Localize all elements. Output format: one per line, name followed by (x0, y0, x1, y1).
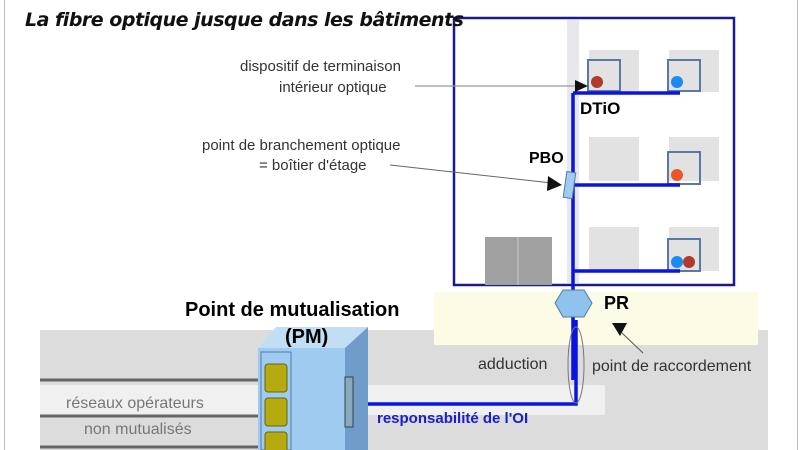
pr-hexagon (554, 289, 593, 318)
dtio-dot-orange (671, 169, 683, 181)
pbo-arrow-icon (547, 176, 562, 191)
fiber-lines (368, 91, 680, 406)
page-title: La fibre optique jusque dans les bâtimen… (25, 9, 464, 31)
dtio-dot-blue (671, 76, 683, 88)
adduction-sleeve (567, 326, 585, 404)
pm-abbrev: (PM) (285, 326, 329, 348)
pm-slots (264, 363, 288, 450)
dtio-dot-red-2 (683, 256, 695, 268)
pbo-description-2: = boîtier d'étage (259, 157, 367, 174)
dtio-label: DTiO (580, 99, 621, 118)
oi-responsibility-label: responsabilité de l'OI (377, 410, 529, 427)
pm-handle (344, 376, 354, 428)
dtio-dot-blue-2 (671, 256, 683, 268)
pm-top (258, 327, 368, 348)
operators-label-1: réseaux opérateurs (66, 395, 204, 412)
pbo-label: PBO (529, 150, 564, 167)
pr-description: point de raccordement (592, 358, 752, 375)
pbo-box (562, 171, 577, 200)
dtio-description-2: intérieur optique (279, 79, 387, 96)
connection-zone (434, 292, 758, 345)
pm-title: Point de mutualisation (185, 299, 400, 321)
pr-arrow-icon (612, 323, 627, 336)
dtio-dot-red (591, 76, 603, 88)
dtio-arrow-icon (575, 80, 588, 92)
adduction-label: adduction (478, 356, 548, 373)
pbo-description-1: point de branchement optique (202, 137, 401, 154)
diagram-frame (4, 0, 798, 450)
dtio-boxes (587, 59, 701, 272)
operators-label-2: non mutualisés (84, 421, 192, 438)
windows (589, 50, 719, 271)
dtio-description-1: dispositif de terminaison (240, 58, 401, 75)
pr-label: PR (604, 293, 630, 313)
